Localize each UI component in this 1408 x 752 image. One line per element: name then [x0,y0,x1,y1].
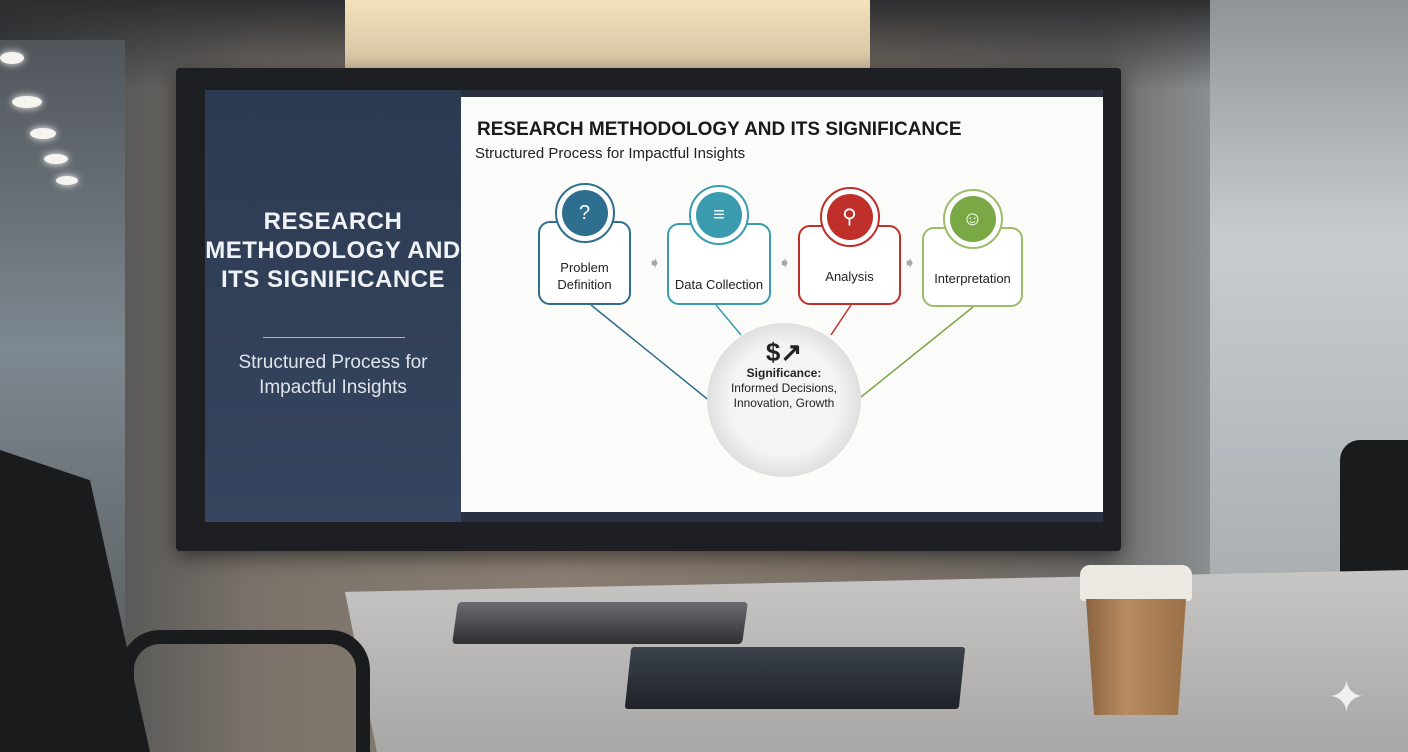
step-label: Interpretation [934,271,1011,286]
ceiling-light [56,176,78,185]
arrow-right-icon: ➧ [648,255,662,272]
dollar-growth-icon: $↗ [765,337,803,367]
step-analysis: ⚲ Analysis [798,187,901,305]
panel-subtitle: Structured Process for Impactful Insight… [238,352,428,398]
slide: RESEARCH METHODOLOGY AND ITS SIGNIFICANC… [461,97,1103,512]
connector-lines [590,304,974,403]
chair-armrest [120,630,370,752]
divider [263,337,405,338]
cup-lid [1080,565,1192,601]
panel-title: RESEARCH METHODOLOGY AND ITS SIGNIFICANC… [205,208,461,293]
significance-text: Informed Decisions, Innovation, Growth [730,381,838,410]
slide-subtitle: Structured Process for Impactful Insight… [475,145,746,162]
database-icon: ≡ [689,185,749,245]
step-problem-definition: ? Problem Definition [538,183,631,305]
step-interpretation: ☺ Interpretation [922,189,1023,307]
significance-circle: $↗ Significance: Informed Decisions, Inn… [707,323,861,477]
analysis-chart-icon: ⚲ [819,187,880,247]
notebook [624,647,966,709]
slide-left-panel: RESEARCH METHODOLOGY AND ITS SIGNIFICANC… [205,90,461,522]
person-chart-icon: ☺ [942,189,1003,249]
tablet [452,602,748,644]
cup-sleeve [1086,599,1186,715]
ceiling-light [12,96,42,108]
step-label: Analysis [825,269,874,284]
arrow-right-icon: ➧ [903,255,917,272]
significance-title: Significance: [746,366,822,380]
ceiling-light [30,128,56,139]
step-data-collection: ≡ Data Collection [667,185,771,305]
sparkle-icon: ✦ [1328,673,1365,722]
ceiling-light [44,154,68,164]
step-label: Data Collection [674,277,764,292]
step-label: Problem Definition [557,260,612,292]
ceiling-light [0,52,24,64]
arrow-right-icon: ➧ [778,255,792,272]
coffee-cup [1080,565,1192,715]
magnifier-question-icon: ? [554,183,615,243]
slide-title: RESEARCH METHODOLOGY AND ITS SIGNIFICANC… [477,119,962,140]
